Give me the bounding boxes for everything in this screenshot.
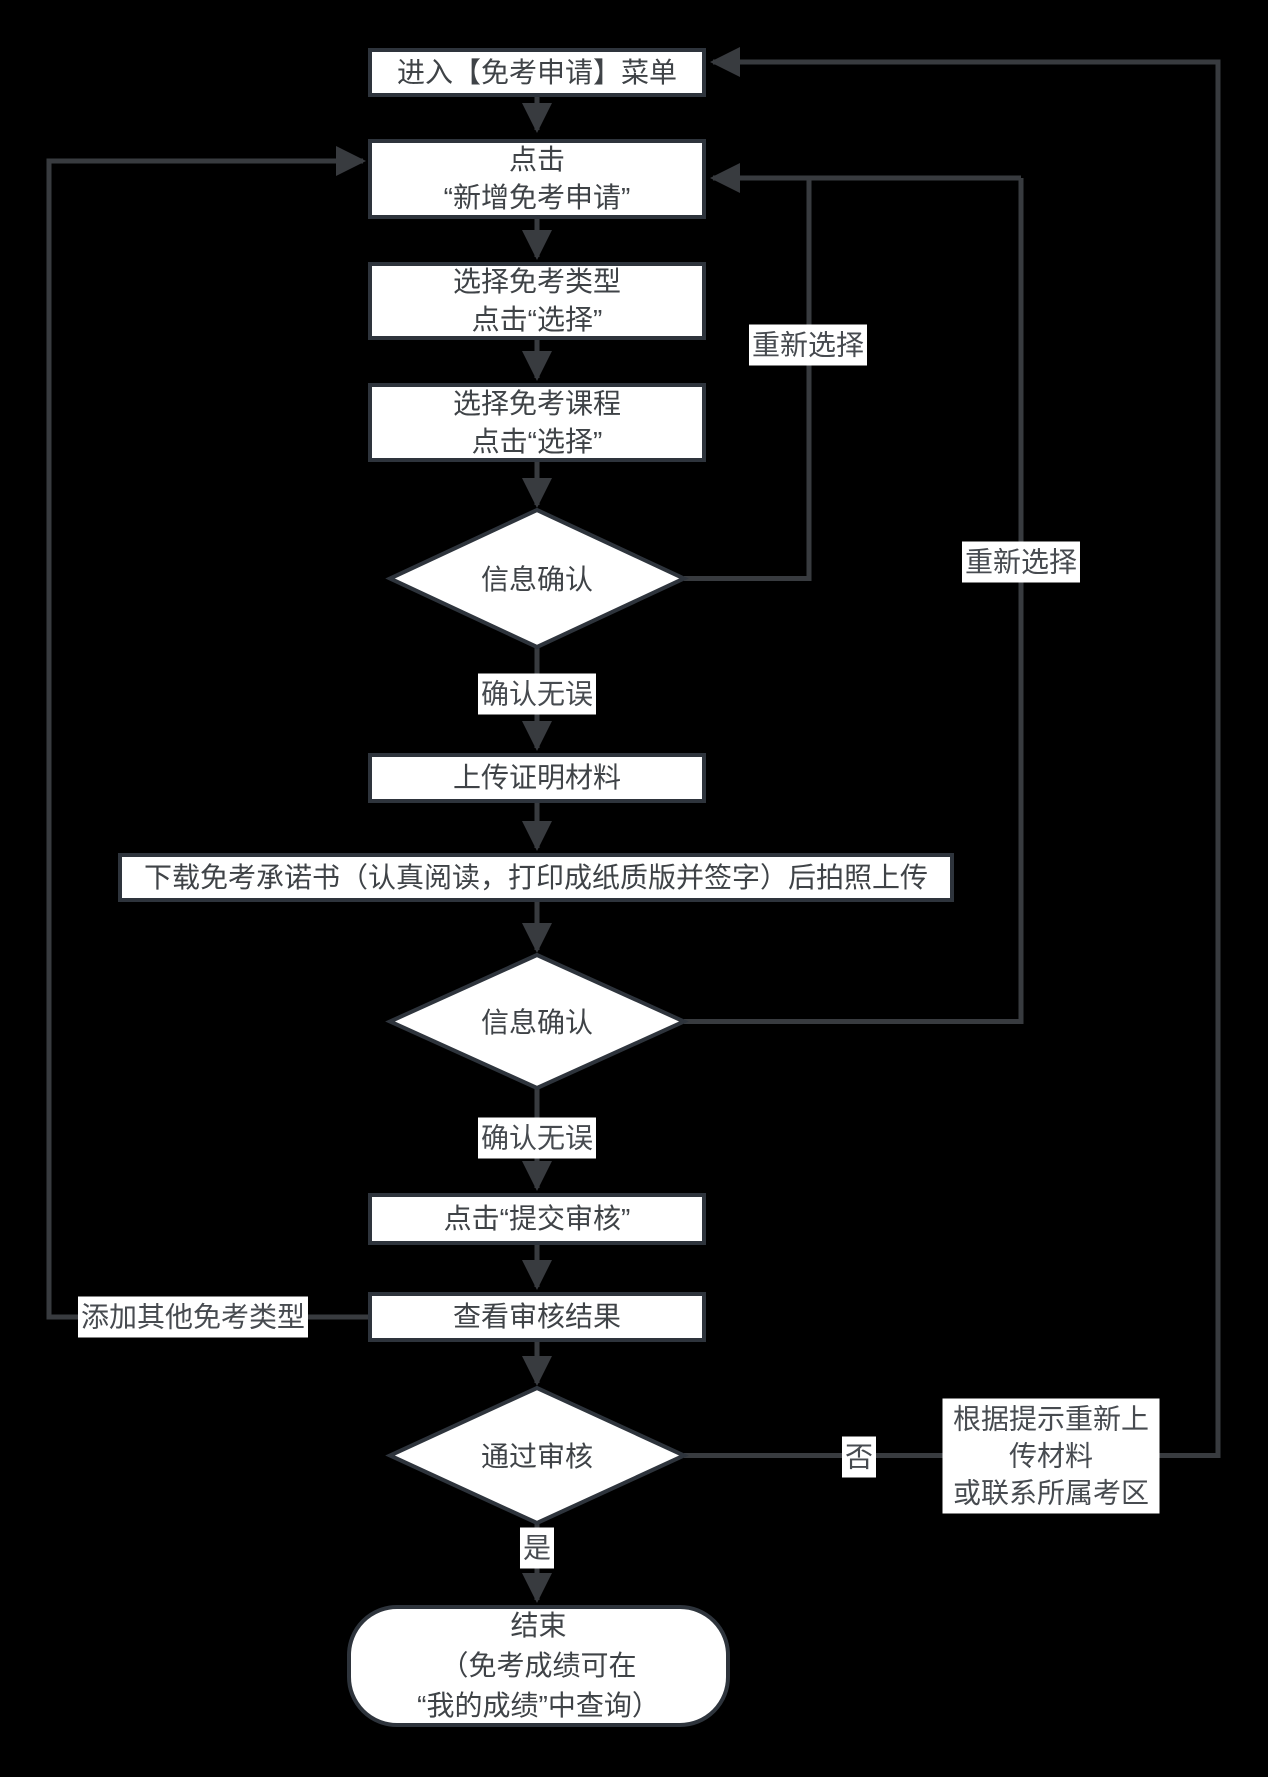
decision-confirm-info-1 xyxy=(385,507,689,650)
node-download-commitment: 下载免考承诺书（认真阅读，打印成纸质版并签字）后拍照上传 xyxy=(118,853,954,902)
node-select-type: 选择免考类型 点击“选择” xyxy=(368,262,706,340)
decision-confirm-info-2-text: 信息确认 xyxy=(480,1007,594,1038)
edge-label-reselect-1: 重新选择 xyxy=(748,324,868,366)
decision-pass-review xyxy=(385,1385,689,1526)
node-view-result: 查看审核结果 xyxy=(368,1292,706,1342)
edge-label-confirm-ok-2: 确认无误 xyxy=(477,1117,597,1159)
decision-confirm-info-1-text: 信息确认 xyxy=(480,564,594,595)
connector-reselect-loop-1 xyxy=(684,178,812,581)
connector-add-other-type-loop xyxy=(46,146,368,1320)
node-start: 进入【免考申请】菜单 xyxy=(368,48,706,97)
node-upload-materials: 上传证明材料 xyxy=(368,753,706,803)
node-new-application: 点击 “新增免考申请” xyxy=(368,139,706,219)
decision-confirm-info-2 xyxy=(385,952,689,1091)
edge-label-reselect-2: 重新选择 xyxy=(961,541,1081,583)
edge-label-add-other-type: 添加其他免考类型 xyxy=(77,1296,309,1338)
connector-reselect-loop-2 xyxy=(684,178,1024,1024)
edge-label-no: 否 xyxy=(841,1436,877,1478)
node-submit-review: 点击“提交审核” xyxy=(368,1193,706,1245)
node-select-course: 选择免考课程 点击“选择” xyxy=(368,383,706,462)
decision-pass-review-text: 通过审核 xyxy=(480,1441,594,1472)
node-end: 结束 （免考成绩可在 “我的成绩”中查询） xyxy=(347,1605,730,1727)
edge-label-reupload-notice: 根据提示重新上传材料 或联系所属考区 xyxy=(942,1398,1160,1514)
connector-no-loop-to-start xyxy=(684,47,1221,1458)
edge-label-confirm-ok-1: 确认无误 xyxy=(477,673,597,715)
edge-label-yes: 是 xyxy=(519,1527,555,1569)
